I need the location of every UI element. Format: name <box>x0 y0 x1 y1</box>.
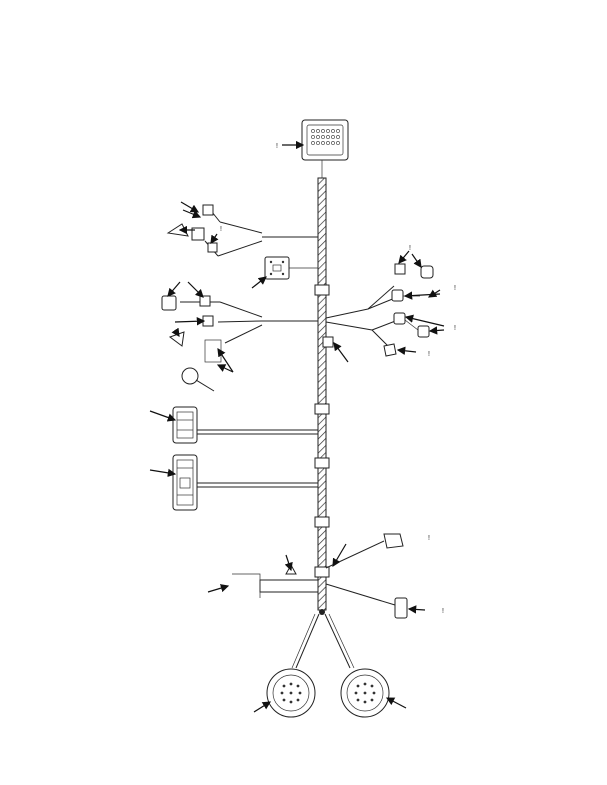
callout-arrow-ml-5 <box>217 347 234 373</box>
callout-arrow-block-connector <box>251 276 267 289</box>
callout-arrow-trunk-clip <box>333 342 349 363</box>
callout-right-group-mid: ! <box>454 285 456 292</box>
callout-arrow-ml-3 <box>174 317 206 326</box>
main-trunk <box>314 177 330 611</box>
callout-arrow-ml-2 <box>187 281 204 298</box>
callout-arrow-round-right <box>385 697 407 709</box>
callout-arrow-ru-1 <box>398 250 410 264</box>
callout-right-lower-bottom: ! <box>442 608 444 615</box>
bottom-split <box>291 609 355 669</box>
round-connector-left <box>266 668 316 718</box>
callout-arrow-ru-5 <box>404 314 445 327</box>
callout-arrow-bracket-left <box>207 584 230 593</box>
trunk-clip <box>322 336 334 348</box>
callout-arrow-ru-7 <box>396 346 417 355</box>
callout-right-group-low: ! <box>454 325 456 332</box>
top-connector <box>301 119 349 178</box>
callout-arrow-ml-1 <box>167 281 181 297</box>
branch-right-upper <box>325 263 434 357</box>
callout-right-group-bottom: ! <box>428 351 430 358</box>
callout-left-upper-small: ! <box>220 226 222 233</box>
callout-arrow-right-lower-bottom <box>407 605 426 614</box>
callout-arrow-ul-4 <box>210 233 219 244</box>
branch-right-lower <box>325 533 408 619</box>
callout-arrow-ru-4 <box>403 291 441 300</box>
left-connector-lower <box>172 454 318 511</box>
callout-arrow-ru-6 <box>428 326 445 335</box>
callout-arrow-ml-4 <box>171 327 180 337</box>
left-lower-bracket <box>232 563 318 598</box>
callout-arrow-right-lower-top <box>332 543 347 568</box>
round-connector-right <box>340 668 390 718</box>
callout-arrow-bracket <box>284 554 293 572</box>
callout-arrow-ml-6 <box>216 364 234 373</box>
callout-arrow-ru-2 <box>411 253 422 268</box>
callout-arrow-left-lower <box>149 468 177 478</box>
branch-middle-left <box>161 295 318 392</box>
block-connector-mid <box>264 256 318 280</box>
callout-arrow-ul-1 <box>180 201 200 213</box>
callout-right-lower-top: ! <box>428 535 430 542</box>
callout-arrow-round-left <box>253 701 272 713</box>
callout-right-group-top: ! <box>409 245 411 252</box>
left-connector-upper <box>172 406 318 444</box>
callout-arrow-left-upper <box>149 410 177 422</box>
callout-top-connector: ! <box>276 143 278 150</box>
callout-arrow-ru-3 <box>427 289 441 298</box>
callout-arrow-ul-2 <box>182 209 202 219</box>
